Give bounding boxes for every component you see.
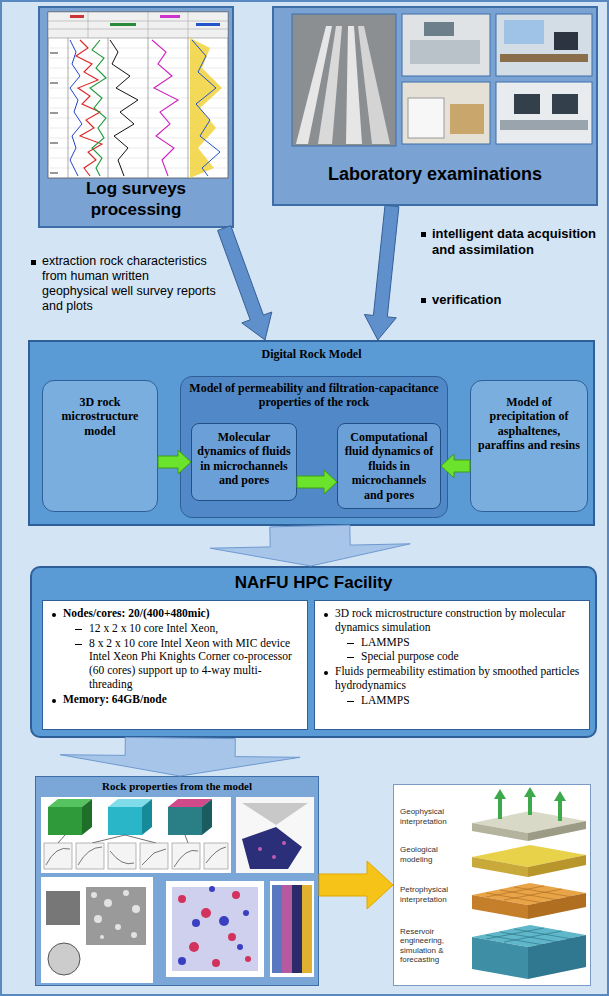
results-panel: Rock properties from the model bbox=[35, 776, 319, 986]
hpc-panel: NArFU HPC FacilityNodes/cores: 20/(400+4… bbox=[30, 566, 597, 738]
list-item: 12 x 2 x 10 core Intel Xeon, bbox=[49, 622, 301, 636]
list-dash bbox=[347, 657, 354, 658]
bullet-dot bbox=[324, 671, 328, 675]
model-box: 3D rock microstructure model bbox=[42, 380, 158, 512]
note-block: intelligent data acquisition and assimil… bbox=[432, 226, 597, 257]
list-item: LAMMPS bbox=[321, 694, 583, 708]
list-item: Nodes/cores: 20/(400+480mic) bbox=[49, 607, 301, 621]
node-text: Geological modeling bbox=[400, 845, 464, 864]
node-title: Model of permeability and filtration-cap… bbox=[189, 381, 439, 410]
block-arrow bbox=[218, 226, 272, 340]
source-box: Laboratory examinations bbox=[272, 6, 598, 206]
model-group: Model of permeability and filtration-cap… bbox=[180, 376, 448, 518]
block-arrow bbox=[364, 205, 399, 340]
node-title: NArFU HPC Facility bbox=[38, 573, 589, 593]
block-arrow bbox=[210, 525, 410, 566]
list-item: LAMMPS bbox=[321, 636, 583, 650]
note-text: verification bbox=[432, 292, 597, 308]
block-arrow bbox=[60, 737, 300, 776]
note-text: intelligent data acquisition and assimil… bbox=[432, 226, 597, 257]
process-box: Computational fluid dynamics of fluids i… bbox=[337, 423, 441, 509]
list-dash bbox=[347, 643, 354, 644]
bullet-square bbox=[31, 260, 36, 265]
block-arrow bbox=[319, 861, 393, 909]
block-arrow bbox=[441, 454, 470, 478]
node-title: Model of precipitation of asphaltenes, p… bbox=[477, 395, 581, 453]
node-title: Log surveys processing bbox=[46, 179, 226, 220]
node-title: 3D rock microstructure model bbox=[49, 395, 151, 438]
list-dash bbox=[75, 644, 82, 645]
list-item: Memory: 64GB/node bbox=[49, 693, 301, 707]
rock-images bbox=[36, 777, 320, 987]
software-list: 3D rock microstructure construction by m… bbox=[314, 600, 590, 730]
node-title: Molecular dynamics of fluids in microcha… bbox=[196, 430, 292, 488]
node-title: Laboratory examinations bbox=[280, 164, 590, 186]
note-text: extraction rock characteristics from hum… bbox=[42, 254, 217, 314]
source-box: Log surveys processing bbox=[38, 6, 234, 228]
list-item: 8 x 2 x 10 core Intel Xeon with MIC devi… bbox=[49, 637, 301, 692]
process-box: Molecular dynamics of fluids in microcha… bbox=[191, 423, 297, 501]
list-dash bbox=[347, 701, 354, 702]
note-block: extraction rock characteristics from hum… bbox=[42, 254, 217, 314]
note-block: verification bbox=[432, 292, 597, 308]
bullet-square bbox=[421, 232, 426, 237]
bullet-dot bbox=[52, 699, 56, 703]
list-dash bbox=[75, 629, 82, 630]
node-title: Rock properties from the model bbox=[42, 780, 312, 793]
node-title: Computational fluid dynamics of fluids i… bbox=[342, 430, 436, 502]
bullet-square bbox=[421, 298, 426, 303]
bullet-dot bbox=[52, 613, 56, 617]
model-panel: Digital Rock Model 3D rock microstructure… bbox=[28, 340, 595, 526]
model-box: Model of precipitation of asphaltenes, p… bbox=[470, 380, 588, 512]
list-item: Special purpose code bbox=[321, 650, 583, 664]
node-text: Reservoir engineering, simulation & fore… bbox=[400, 927, 464, 965]
node-title: Geophysical interpretation bbox=[400, 807, 464, 826]
list-item: Fluids permeability estimation by smooth… bbox=[321, 665, 583, 693]
workflow-figure: Geophysical interpretationGeological mod… bbox=[393, 784, 591, 986]
block-arrow bbox=[158, 450, 191, 474]
node-text: Petrophysical interpretation bbox=[400, 885, 464, 904]
list-item: 3D rock microstructure construction by m… bbox=[321, 607, 583, 635]
spec-list: Nodes/cores: 20/(400+480mic)12 x 2 x 10 … bbox=[42, 600, 308, 730]
bullet-dot bbox=[324, 613, 328, 617]
node-title: Digital Rock Model bbox=[36, 347, 587, 361]
block-arrow bbox=[297, 470, 337, 494]
